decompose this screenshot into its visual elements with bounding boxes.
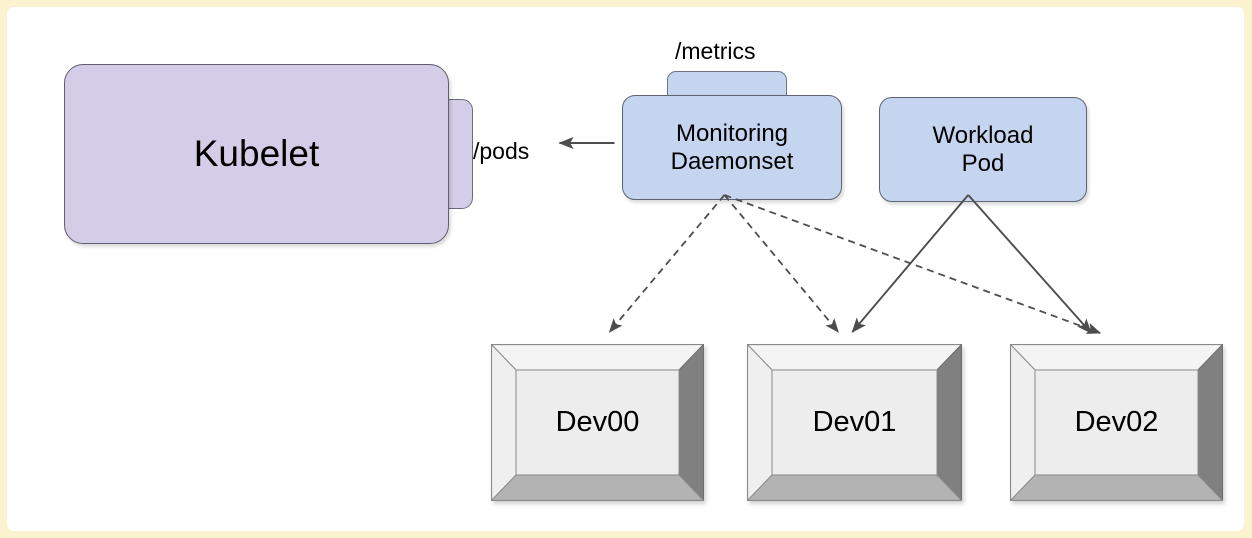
node-dev00[interactable]: Dev00: [491, 344, 704, 501]
dev00-bevel-frame: [491, 344, 704, 501]
node-dev02[interactable]: Dev02: [1010, 344, 1223, 501]
node-dev01-label: Dev01: [812, 406, 897, 438]
edge-label-pods: /pods: [473, 138, 530, 164]
node-workload-pod-label: Workload Pod: [933, 122, 1034, 178]
node-dev02-label: Dev02: [1074, 406, 1159, 438]
node-dev00-label: Dev00: [555, 406, 640, 438]
edge-label-metrics: /metrics: [675, 38, 756, 64]
node-monitoring-daemonset[interactable]: Monitoring Daemonset: [622, 95, 842, 200]
node-workload-pod[interactable]: Workload Pod: [879, 97, 1087, 202]
node-kubelet[interactable]: Kubelet: [64, 64, 449, 244]
edge-monitoring-to-dev01: [723, 194, 840, 333]
node-dev01[interactable]: Dev01: [747, 344, 962, 501]
node-kubelet-label: Kubelet: [193, 132, 320, 174]
dev02-bevel-frame: [1010, 344, 1223, 501]
node-workload-pod-label-line1: Workload: [932, 121, 1034, 149]
node-monitoring-daemonset-label-line2: Daemonset: [670, 147, 794, 175]
dev01-bevel-frame: [747, 344, 962, 501]
edge-workload-to-dev02: [967, 194, 1092, 334]
node-monitoring-daemonset-label-line1: Monitoring: [675, 119, 789, 147]
edge-monitoring-to-dev00: [608, 194, 726, 333]
edge-workload-to-dev01: [851, 194, 969, 333]
edge-monitoring-to-dev02: [724, 194, 1102, 334]
diagram-canvas: Kubelet Monitoring Daemonset Workload Po…: [7, 7, 1244, 531]
node-workload-pod-label-line2: Pod: [961, 149, 1005, 177]
node-monitoring-daemonset-label: Monitoring Daemonset: [671, 120, 794, 176]
